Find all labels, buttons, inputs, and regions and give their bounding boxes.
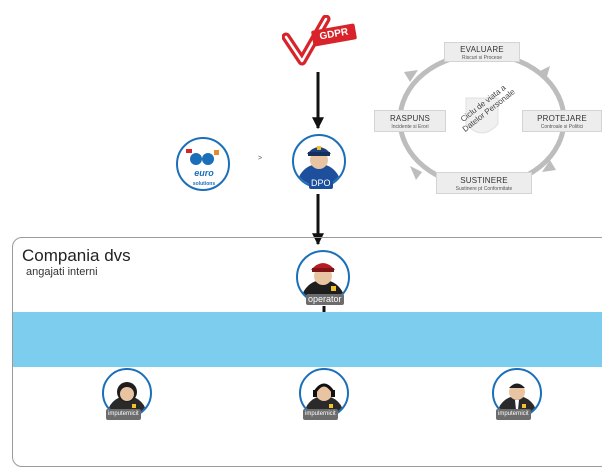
stage-subtitle: Controale si Politici xyxy=(540,124,584,130)
dpo-node: DPO xyxy=(292,134,348,192)
processor-node-1: imputernicit xyxy=(102,368,152,422)
processor-node-3: imputernicit xyxy=(492,368,542,422)
gdpr-logo: GDPR xyxy=(281,14,364,69)
stage-evaluare: EVALUARE Riscuri si Procese xyxy=(444,42,520,62)
company-subtitle: angajati interni xyxy=(26,266,98,278)
stage-title: RASPUNS xyxy=(389,114,431,123)
stage-protejare: PROTEJARE Controale si Politici xyxy=(522,110,602,132)
stage-subtitle: Sustinere pt Conformitate xyxy=(455,186,513,192)
market-text: market xyxy=(182,188,226,190)
operator-node: operator xyxy=(296,250,352,308)
processor-node-2: imputernicit xyxy=(299,368,349,422)
eurosolutions-logo: euro solutions market xyxy=(176,137,230,191)
stage-sustinere: SUSTINERE Sustinere pt Conformitate xyxy=(436,172,532,194)
company-title: Compania dvs xyxy=(22,246,131,265)
operator-label: operator xyxy=(306,294,344,305)
lifecycle-diagram: Ciclu de viata a Datelor Personale EVALU… xyxy=(370,38,602,198)
processor-label: imputernicit xyxy=(106,409,141,420)
euro-text: euro xyxy=(194,168,214,178)
stage-subtitle: Riscuri si Procese xyxy=(461,55,502,61)
stage-title: EVALUARE xyxy=(460,45,504,54)
stage-raspuns: RASPUNS Incidente si Erori xyxy=(374,110,446,132)
processor-label: imputernicit xyxy=(303,409,338,420)
shopping-icons xyxy=(186,149,219,165)
stage-title: SUSTINERE xyxy=(460,176,508,185)
connector-mark: > xyxy=(258,155,263,162)
stage-subtitle: Incidente si Erori xyxy=(391,124,429,130)
dpo-label: DPO xyxy=(309,178,333,189)
processor-band xyxy=(13,312,602,367)
solutions-text: solutions xyxy=(192,181,216,187)
stage-title: PROTEJARE xyxy=(537,114,587,123)
processor-label: imputernicit xyxy=(496,409,531,420)
